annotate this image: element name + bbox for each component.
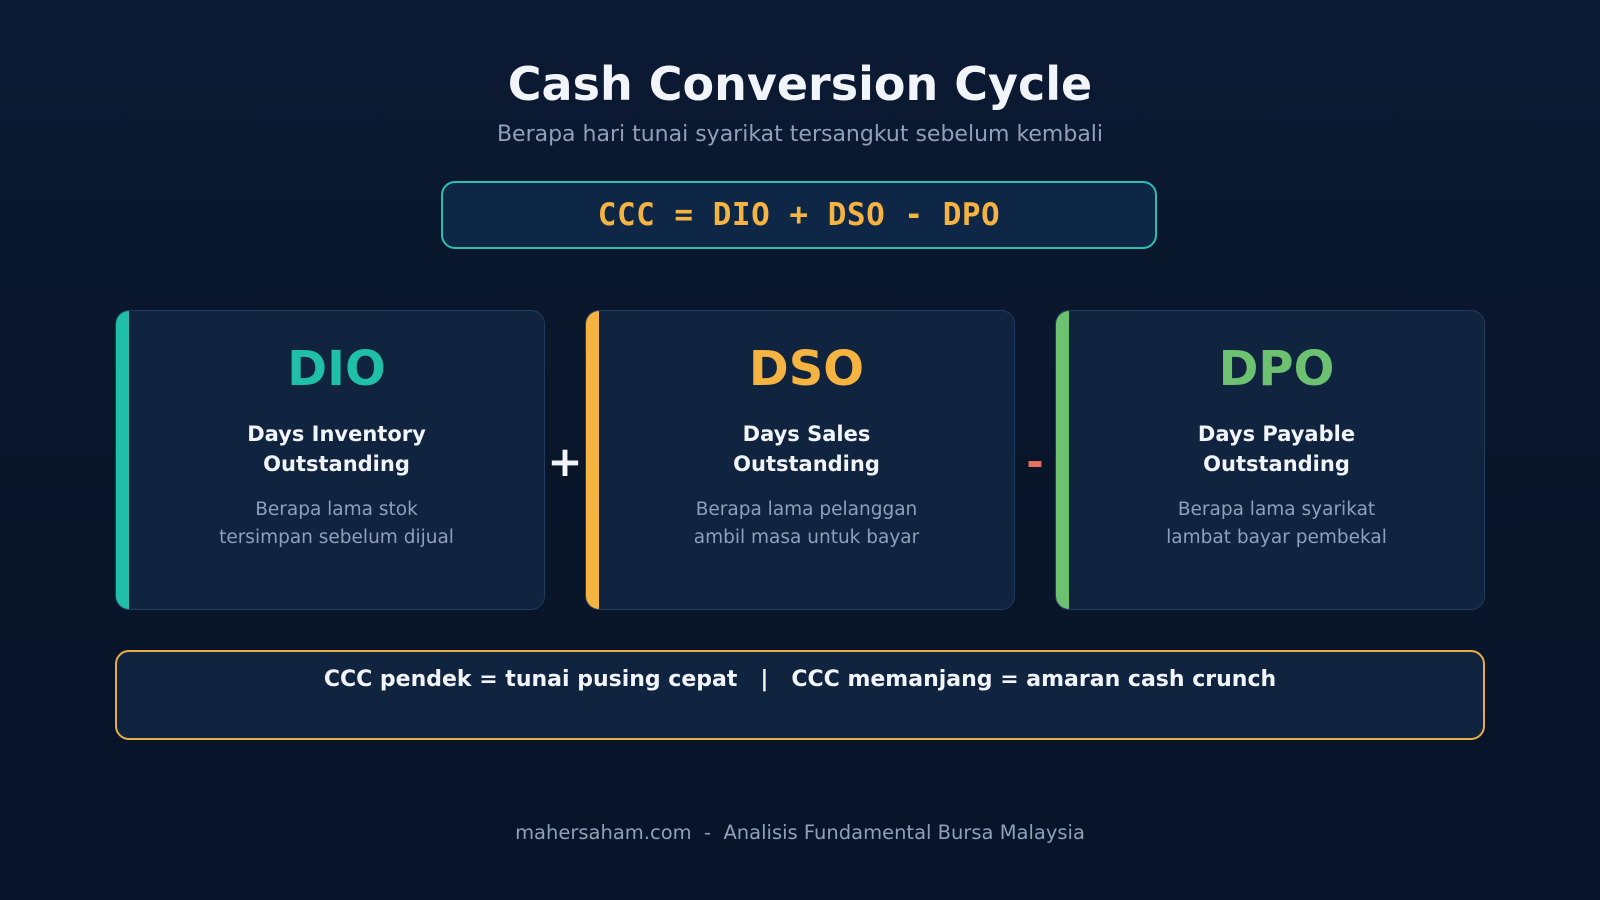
card-abbreviation: DIO (287, 341, 386, 397)
formula-box: CCC = DIO + DSO - DPO (441, 181, 1157, 249)
card-full-name: Days Sales Outstanding (599, 419, 1014, 479)
card-desc-line: lambat bayar pembekal (1166, 527, 1387, 548)
card-name-line: Days Sales (742, 422, 871, 446)
card-desc-line: Berapa lama pelanggan (695, 499, 918, 520)
card-name-line: Outstanding (733, 452, 880, 476)
card-desc-line: tersimpan sebelum dijual (219, 527, 454, 548)
card-name-line: Days Inventory (247, 422, 426, 446)
page-title: Cash Conversion Cycle (507, 57, 1093, 111)
card-dio: DIO Days Inventory Outstanding Berapa la… (115, 310, 545, 610)
summary-note-text: CCC pendek = tunai pusing cepat | CCC me… (323, 667, 1277, 692)
card-abbreviation: DPO (1218, 341, 1335, 397)
card-accent-bar (586, 311, 599, 609)
card-full-name: Days Payable Outstanding (1069, 419, 1484, 479)
card-accent-bar (116, 311, 129, 609)
card-desc-line: ambil masa untuk bayar (693, 527, 920, 548)
card-desc-line: Berapa lama syarikat (1177, 499, 1376, 520)
card-name-line: Days Payable (1197, 422, 1356, 446)
card-accent-bar (1056, 311, 1069, 609)
card-name-line: Outstanding (263, 452, 410, 476)
card-full-name: Days Inventory Outstanding (129, 419, 544, 479)
summary-note-box: CCC pendek = tunai pusing cepat | CCC me… (115, 650, 1485, 740)
card-description: Berapa lama syarikat lambat bayar pembek… (1069, 496, 1484, 552)
card-abbreviation: DSO (748, 341, 865, 397)
card-desc-line: Berapa lama stok (255, 499, 418, 520)
plus-operator: + (547, 437, 583, 486)
card-dpo: DPO Days Payable Outstanding Berapa lama… (1055, 310, 1485, 610)
card-dso: DSO Days Sales Outstanding Berapa lama p… (585, 310, 1015, 610)
formula-text: CCC = DIO + DSO - DPO (597, 197, 1001, 233)
card-description: Berapa lama pelanggan ambil masa untuk b… (599, 496, 1014, 552)
card-description: Berapa lama stok tersimpan sebelum dijua… (129, 496, 544, 552)
page-subtitle: Berapa hari tunai syarikat tersangkut se… (496, 122, 1104, 147)
minus-operator: - (1026, 437, 1044, 486)
footer-text: mahersaham.com - Analisis Fundamental Bu… (515, 821, 1085, 844)
card-name-line: Outstanding (1203, 452, 1350, 476)
